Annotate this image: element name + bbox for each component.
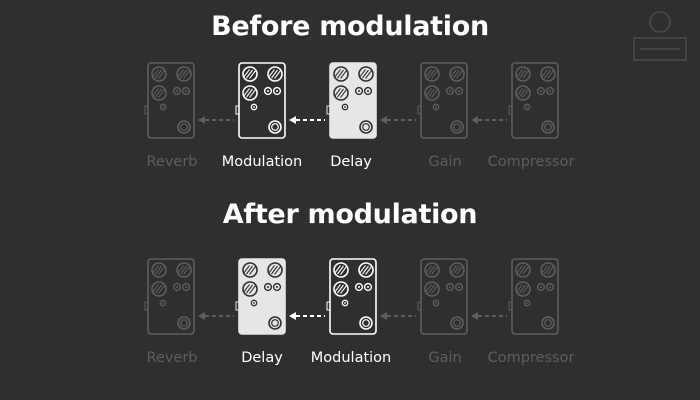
signal-chain-after: Reverb Delay Modulation Gain Compressor <box>0 258 700 378</box>
signal-arrow-3-icon <box>380 116 416 124</box>
pedal-label-gain: Gain <box>428 350 462 366</box>
pedal-delay-icon <box>326 62 377 139</box>
pedal-compressor-icon <box>508 258 559 335</box>
pedal-compressor-icon <box>508 62 559 139</box>
section-title-after: After modulation <box>222 199 478 230</box>
pedal-reverb-icon <box>144 62 195 139</box>
signal-arrow-4-icon <box>471 312 507 320</box>
signal-arrow-4-icon <box>471 116 507 124</box>
signal-arrow-1-icon <box>198 312 234 320</box>
pedal-modulation-icon <box>235 62 286 139</box>
signal-chain-before: Reverb Modulation Delay Gain Compressor <box>0 62 700 182</box>
signal-arrow-2-icon <box>289 312 325 320</box>
pedal-gain-icon <box>417 258 468 335</box>
pedal-delay-icon <box>235 258 286 335</box>
pedal-modulation-icon <box>326 258 377 335</box>
pedal-label-gain: Gain <box>428 154 462 170</box>
logo-watermark-icon <box>633 11 687 61</box>
signal-arrow-3-icon <box>380 312 416 320</box>
signal-arrow-2-icon <box>289 116 325 124</box>
pedal-label-reverb: Reverb <box>146 154 198 170</box>
pedal-label-reverb: Reverb <box>146 350 198 366</box>
pedal-gain-icon <box>417 62 468 139</box>
pedal-label-modulation: Modulation <box>310 350 392 366</box>
section-title-before: Before modulation <box>211 11 489 42</box>
pedal-label-compressor: Compressor <box>487 350 575 366</box>
pedal-reverb-icon <box>144 258 195 335</box>
pedal-label-modulation: Modulation <box>221 154 303 170</box>
pedal-label-delay: Delay <box>241 350 283 366</box>
pedal-label-delay: Delay <box>330 154 372 170</box>
pedal-label-compressor: Compressor <box>487 154 575 170</box>
signal-arrow-1-icon <box>198 116 234 124</box>
